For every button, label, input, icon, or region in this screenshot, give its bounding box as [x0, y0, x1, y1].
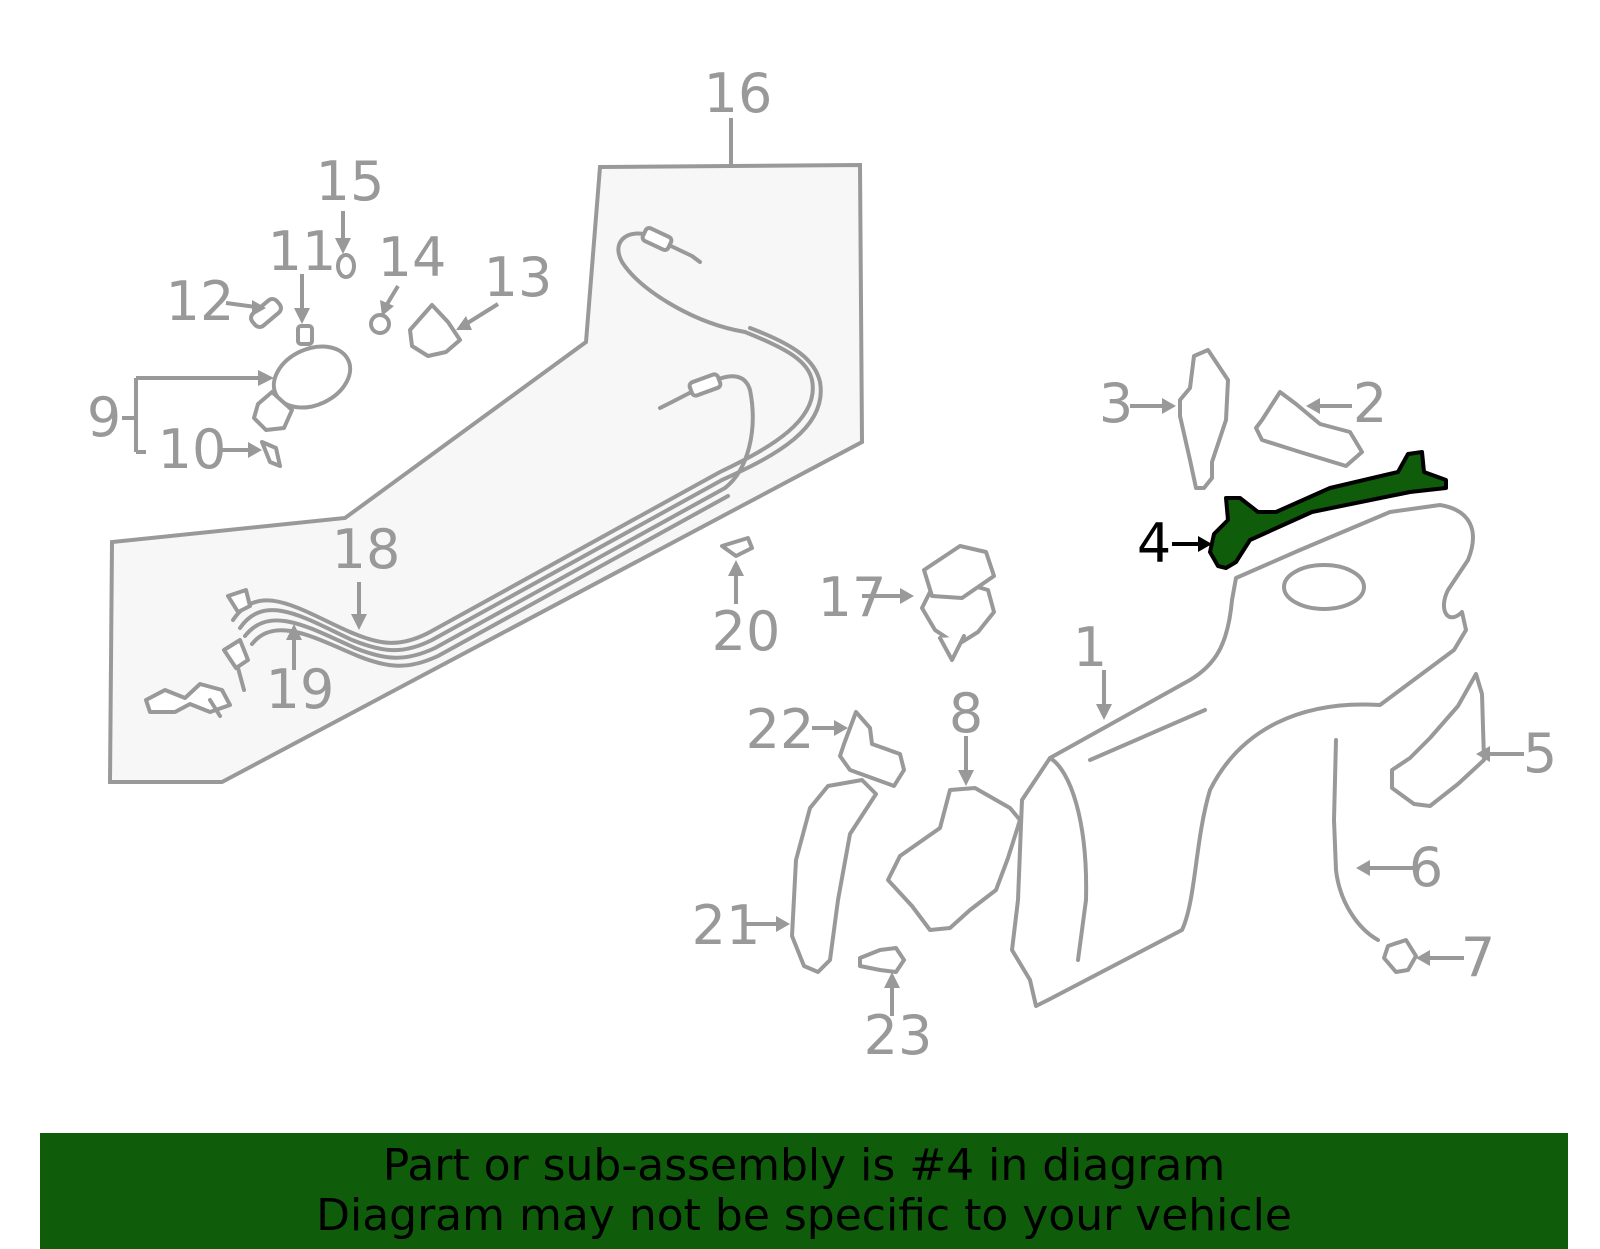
callout-17: 17	[818, 566, 887, 629]
bolt-20	[720, 536, 754, 558]
callout-19: 19	[266, 658, 335, 721]
bracket-3	[1178, 348, 1230, 490]
callout-8: 8	[949, 682, 983, 745]
callout-4: 4	[1137, 512, 1171, 575]
callout-15: 15	[316, 150, 385, 213]
callout-6: 6	[1409, 836, 1443, 899]
callout-2: 2	[1353, 372, 1387, 435]
callout-22: 22	[746, 698, 815, 761]
leader-12	[225, 301, 257, 309]
liner-8	[886, 786, 1022, 932]
molding-6	[1332, 738, 1380, 942]
leader-13	[464, 302, 500, 326]
bracket-22	[838, 710, 906, 788]
bracket-5	[1390, 672, 1486, 808]
callout-12: 12	[166, 270, 235, 333]
callout-1: 1	[1073, 616, 1107, 679]
callout-18: 18	[332, 518, 401, 581]
leader-14	[384, 284, 400, 308]
trim-21	[790, 778, 878, 974]
callout-3: 3	[1099, 372, 1133, 435]
sub-assembly-panel	[107, 162, 865, 784]
parts-diagram: 1 2 3 4 5 6 7 8 9 10 11 12 13 14 15 16 1…	[87, 62, 1557, 1067]
callout-21: 21	[692, 894, 761, 957]
callout-10: 10	[158, 418, 227, 481]
quarter-panel-1	[1010, 503, 1475, 1008]
callout-9: 9	[87, 386, 121, 449]
screw-23	[858, 946, 906, 974]
highlighted-part-4	[1208, 450, 1448, 570]
bracket-2	[1254, 390, 1364, 468]
callout-23: 23	[864, 1004, 933, 1067]
callout-20: 20	[712, 600, 781, 663]
callout-14: 14	[378, 226, 447, 289]
banner-line-disclaimer: Diagram may not be specific to your vehi…	[316, 1190, 1292, 1241]
leader-9	[122, 376, 262, 454]
banner-line-part-number: Part or sub-assembly is #4 in diagram	[382, 1140, 1226, 1191]
info-banner: Part or sub-assembly is #4 in diagram Di…	[40, 1133, 1568, 1249]
callout-13: 13	[484, 246, 553, 309]
clip-7	[1382, 938, 1418, 974]
callout-7: 7	[1461, 926, 1495, 989]
fuel-door-parts	[249, 253, 462, 468]
clip-17	[920, 544, 996, 662]
callout-11: 11	[268, 220, 337, 283]
release-cables	[144, 226, 823, 718]
callout-5: 5	[1523, 722, 1557, 785]
callout-16: 16	[704, 62, 773, 125]
